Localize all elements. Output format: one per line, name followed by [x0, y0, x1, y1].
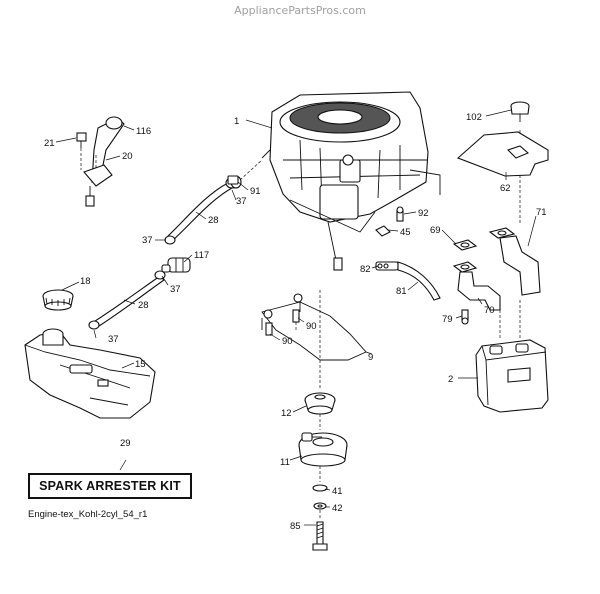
callout-71: 71: [536, 207, 547, 218]
callout-90a: 90: [306, 321, 317, 332]
callout-labels: 1 2 9 11 12 15 18 20 21 28 28 29 37 37 3…: [44, 112, 547, 532]
callout-12: 12: [281, 408, 292, 419]
callout-79: 79: [442, 314, 453, 325]
callout-45: 45: [400, 227, 411, 238]
wire-harness: [375, 261, 441, 301]
fuel-tank: [24, 328, 156, 419]
exhaust-pipes: [452, 130, 541, 340]
callout-41: 41: [332, 486, 343, 497]
spark-arrester-kit-box: SPARK ARRESTER KIT: [28, 473, 192, 499]
callout-29: 29: [120, 438, 131, 449]
pulley: [304, 290, 336, 415]
diagram-caption: Engine-tex_Kohl-2cyl_54_r1: [28, 509, 148, 520]
callout-62: 62: [500, 183, 511, 194]
callout-82: 82: [360, 264, 371, 275]
callout-18: 18: [80, 276, 91, 287]
engine: [261, 91, 441, 271]
callout-90b: 90: [282, 336, 293, 347]
callout-117: 117: [194, 250, 209, 261]
leader-lines: [55, 109, 537, 526]
callout-20: 20: [122, 151, 133, 162]
callout-15: 15: [135, 359, 146, 370]
throttle-control: [76, 116, 125, 207]
callout-37a: 37: [236, 196, 247, 207]
callout-69: 69: [430, 225, 441, 236]
callout-116: 116: [136, 126, 151, 137]
callout-91: 91: [250, 186, 261, 197]
callout-37c: 37: [170, 284, 181, 295]
callout-1: 1: [234, 116, 239, 127]
electric-clutch: [298, 414, 348, 467]
callout-102: 102: [466, 112, 482, 123]
callout-37b: 37: [142, 235, 153, 246]
watermark: AppliancePartsPros.com: [234, 4, 366, 17]
callout-11: 11: [280, 457, 290, 468]
callout-81: 81: [396, 286, 407, 297]
callout-9: 9: [368, 352, 373, 363]
callout-2: 2: [448, 374, 453, 385]
callout-92: 92: [418, 208, 429, 219]
fuel-line-lower: [88, 270, 166, 330]
washers-and-bolt: [312, 466, 328, 551]
engine-hardware: [227, 175, 404, 237]
callout-37d: 37: [108, 334, 119, 345]
callout-85: 85: [290, 521, 301, 532]
fuel-line-upper: [164, 159, 263, 245]
callout-70: 70: [484, 305, 495, 316]
callout-28a: 28: [208, 215, 219, 226]
heat-shield: [456, 101, 549, 177]
fuel-cap: [42, 289, 74, 311]
callout-21: 21: [44, 138, 55, 149]
muffler: [475, 339, 549, 413]
callout-42: 42: [332, 503, 343, 514]
callout-28b: 28: [138, 300, 149, 311]
exhaust-bracket: [261, 293, 367, 361]
